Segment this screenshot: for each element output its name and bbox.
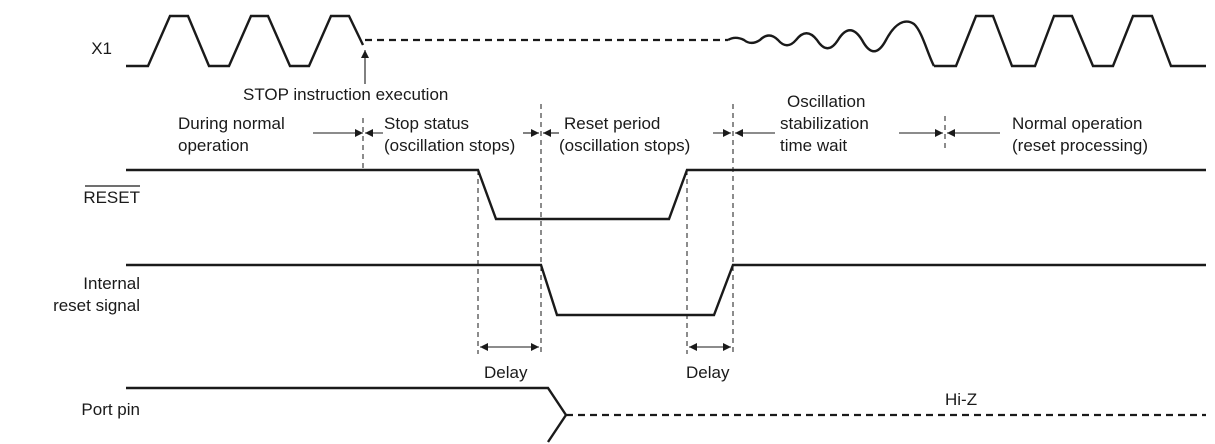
osc-wait-label-line3: time wait [780, 136, 847, 155]
internal-reset-label-line2: reset signal [53, 296, 140, 315]
internal-reset-label-line1: Internal [83, 274, 140, 293]
port-pin-label: Port pin [81, 400, 140, 419]
reset-period-label-line2: (oscillation stops) [559, 136, 690, 155]
normal-op-label-line2: (reset processing) [1012, 136, 1148, 155]
hiz-label: Hi-Z [945, 390, 977, 409]
reset-label: RESET [83, 188, 140, 207]
delay-label-1: Delay [484, 363, 528, 382]
stop-instruction-label: STOP instruction execution [243, 85, 448, 104]
delay-label-2: Delay [686, 363, 730, 382]
port-pin-waveform [126, 386, 567, 416]
normal-op-label-line1: Normal operation [1012, 114, 1142, 133]
reset-period-label-line1: Reset period [564, 114, 660, 133]
x1-oscillation-startup [727, 20, 936, 67]
port-pin-low-edge [547, 414, 567, 443]
x1-label: X1 [91, 39, 112, 58]
internal-reset-waveform [126, 263, 1206, 317]
normal-operation-label-line2: operation [178, 136, 249, 155]
x1-clock-resumed [934, 14, 1206, 68]
osc-wait-label-line2: stabilization [780, 114, 869, 133]
osc-wait-label-line1: Oscillation [787, 92, 865, 111]
stop-status-label-line2: (oscillation stops) [384, 136, 515, 155]
reset-waveform [126, 168, 1206, 221]
stop-status-label-line1: Stop status [384, 114, 469, 133]
x1-clock-waveform [126, 14, 365, 68]
normal-operation-label-line1: During normal [178, 114, 285, 133]
